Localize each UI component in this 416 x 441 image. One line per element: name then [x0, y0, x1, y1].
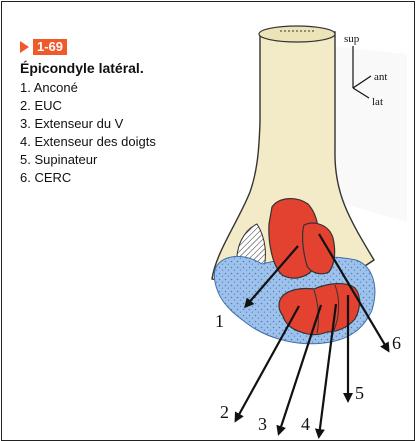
legend-item-1: 1. Anconé: [20, 79, 230, 97]
shaft-cut-top: [259, 26, 335, 42]
orientation-sup: sup: [344, 33, 360, 45]
legend-list: 1. Anconé 2. EUC 3. Extenseur du V 4. Ex…: [20, 79, 230, 187]
upper-muscle-attachment-2: [303, 223, 335, 274]
callout-3: 3: [258, 414, 267, 434]
callout-5: 5: [355, 383, 364, 403]
legend-item-3: 3. Extenseur du V: [20, 115, 230, 133]
figure-header: 1-69: [20, 38, 230, 56]
orientation-lat: lat: [372, 96, 383, 108]
legend-item-2: 2. EUC: [20, 97, 230, 115]
callout-1: 1: [215, 311, 224, 331]
callout-2: 2: [220, 402, 229, 422]
legend-item-6: 6. CERC: [20, 169, 230, 187]
figure-caption: 1-69 Épicondyle latéral. 1. Anconé 2. EU…: [20, 38, 230, 187]
figure-arrow-icon: [20, 41, 29, 53]
callout-6: 6: [392, 333, 401, 353]
legend-item-5: 5. Supinateur: [20, 151, 230, 169]
orientation-ant: ant: [374, 71, 387, 83]
figure-title: Épicondyle latéral.: [20, 60, 230, 76]
callout-4: 4: [301, 414, 310, 434]
legend-item-4: 4. Extenseur des doigts: [20, 133, 230, 151]
figure-number: 1-69: [33, 39, 67, 55]
